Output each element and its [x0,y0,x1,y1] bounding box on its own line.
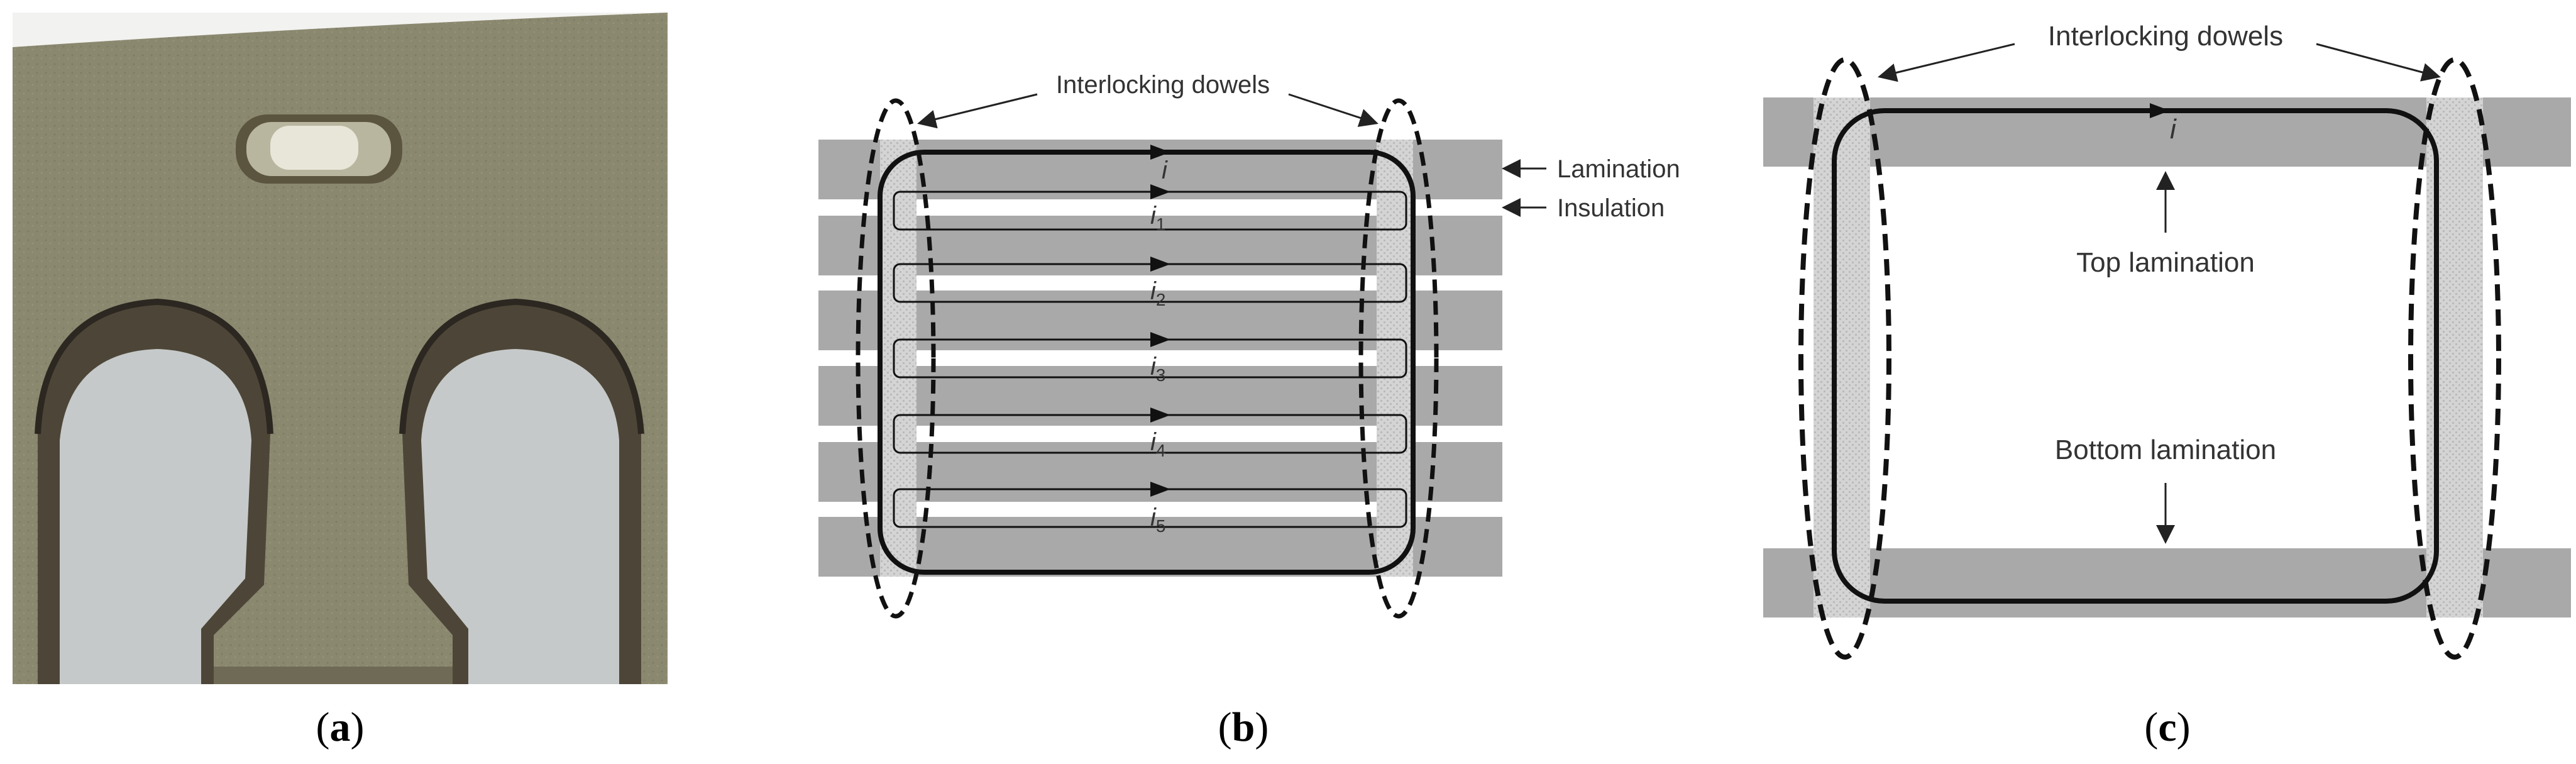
caption-c: (c) [2144,704,2190,750]
dowel-region-right [1377,140,1413,577]
leader-arrow [2316,43,2441,82]
current-label: i2 [1150,277,1165,309]
stator-slot-left [35,298,273,684]
eddy-loop [893,338,1407,379]
dowel-ellipse-right [2408,57,2501,660]
current-arrowhead [1150,332,1170,347]
stator-slot-right [399,298,644,684]
leader-arrow [1878,43,2015,82]
current-loop-main [878,150,1416,575]
current-arrowhead [1150,257,1170,272]
current-label: i4 [1150,428,1165,460]
dowel-ellipse-right [1358,98,1439,619]
tooth-band [214,667,453,684]
panel-c-diagram: i Interlocking dowels Top lamination Bot… [1763,21,2571,660]
panel-b-diagram: i i1 i2 i3 i4 i5 Interlocking dowels Lam… [818,71,1680,619]
current-arrowhead [1150,184,1170,199]
label-interlocking-dowels-b: Interlocking dowels [1056,71,1270,99]
caption-b: (b) [1218,704,1269,750]
current-label-main: i [2170,114,2177,145]
current-label: i1 [1150,202,1165,234]
eddy-loop [893,263,1407,303]
leader-arrow [917,93,1038,129]
current-arrowhead [2150,103,2170,118]
current-label-main: i [1162,157,1168,184]
eddy-loop [893,191,1407,231]
dowel-ellipse-left [1798,57,1891,660]
label-bottom-lamination: Bottom lamination [2055,435,2276,465]
label-interlocking-dowels-c: Interlocking dowels [2048,21,2283,52]
current-loop-main [1832,108,2439,604]
label-top-lamination: Top lamination [2076,247,2255,278]
eddy-loop [893,414,1407,454]
leader-arrow [1288,93,1379,127]
dowel-region-left [1814,97,1870,617]
dowel-ellipse-left [856,98,936,619]
caption-a: (a) [316,704,365,750]
eddy-loop [893,488,1407,528]
dowel-dimple [236,114,402,184]
current-arrowhead [1150,145,1170,160]
current-label: i3 [1150,353,1165,385]
dowel-region-left [880,140,916,577]
label-insulation: Insulation [1557,194,1665,222]
panel-a-photo [13,13,668,684]
current-arrowhead [1150,482,1170,497]
current-arrowhead [1150,407,1170,423]
label-lamination: Lamination [1557,155,1680,183]
current-label: i5 [1150,504,1165,536]
